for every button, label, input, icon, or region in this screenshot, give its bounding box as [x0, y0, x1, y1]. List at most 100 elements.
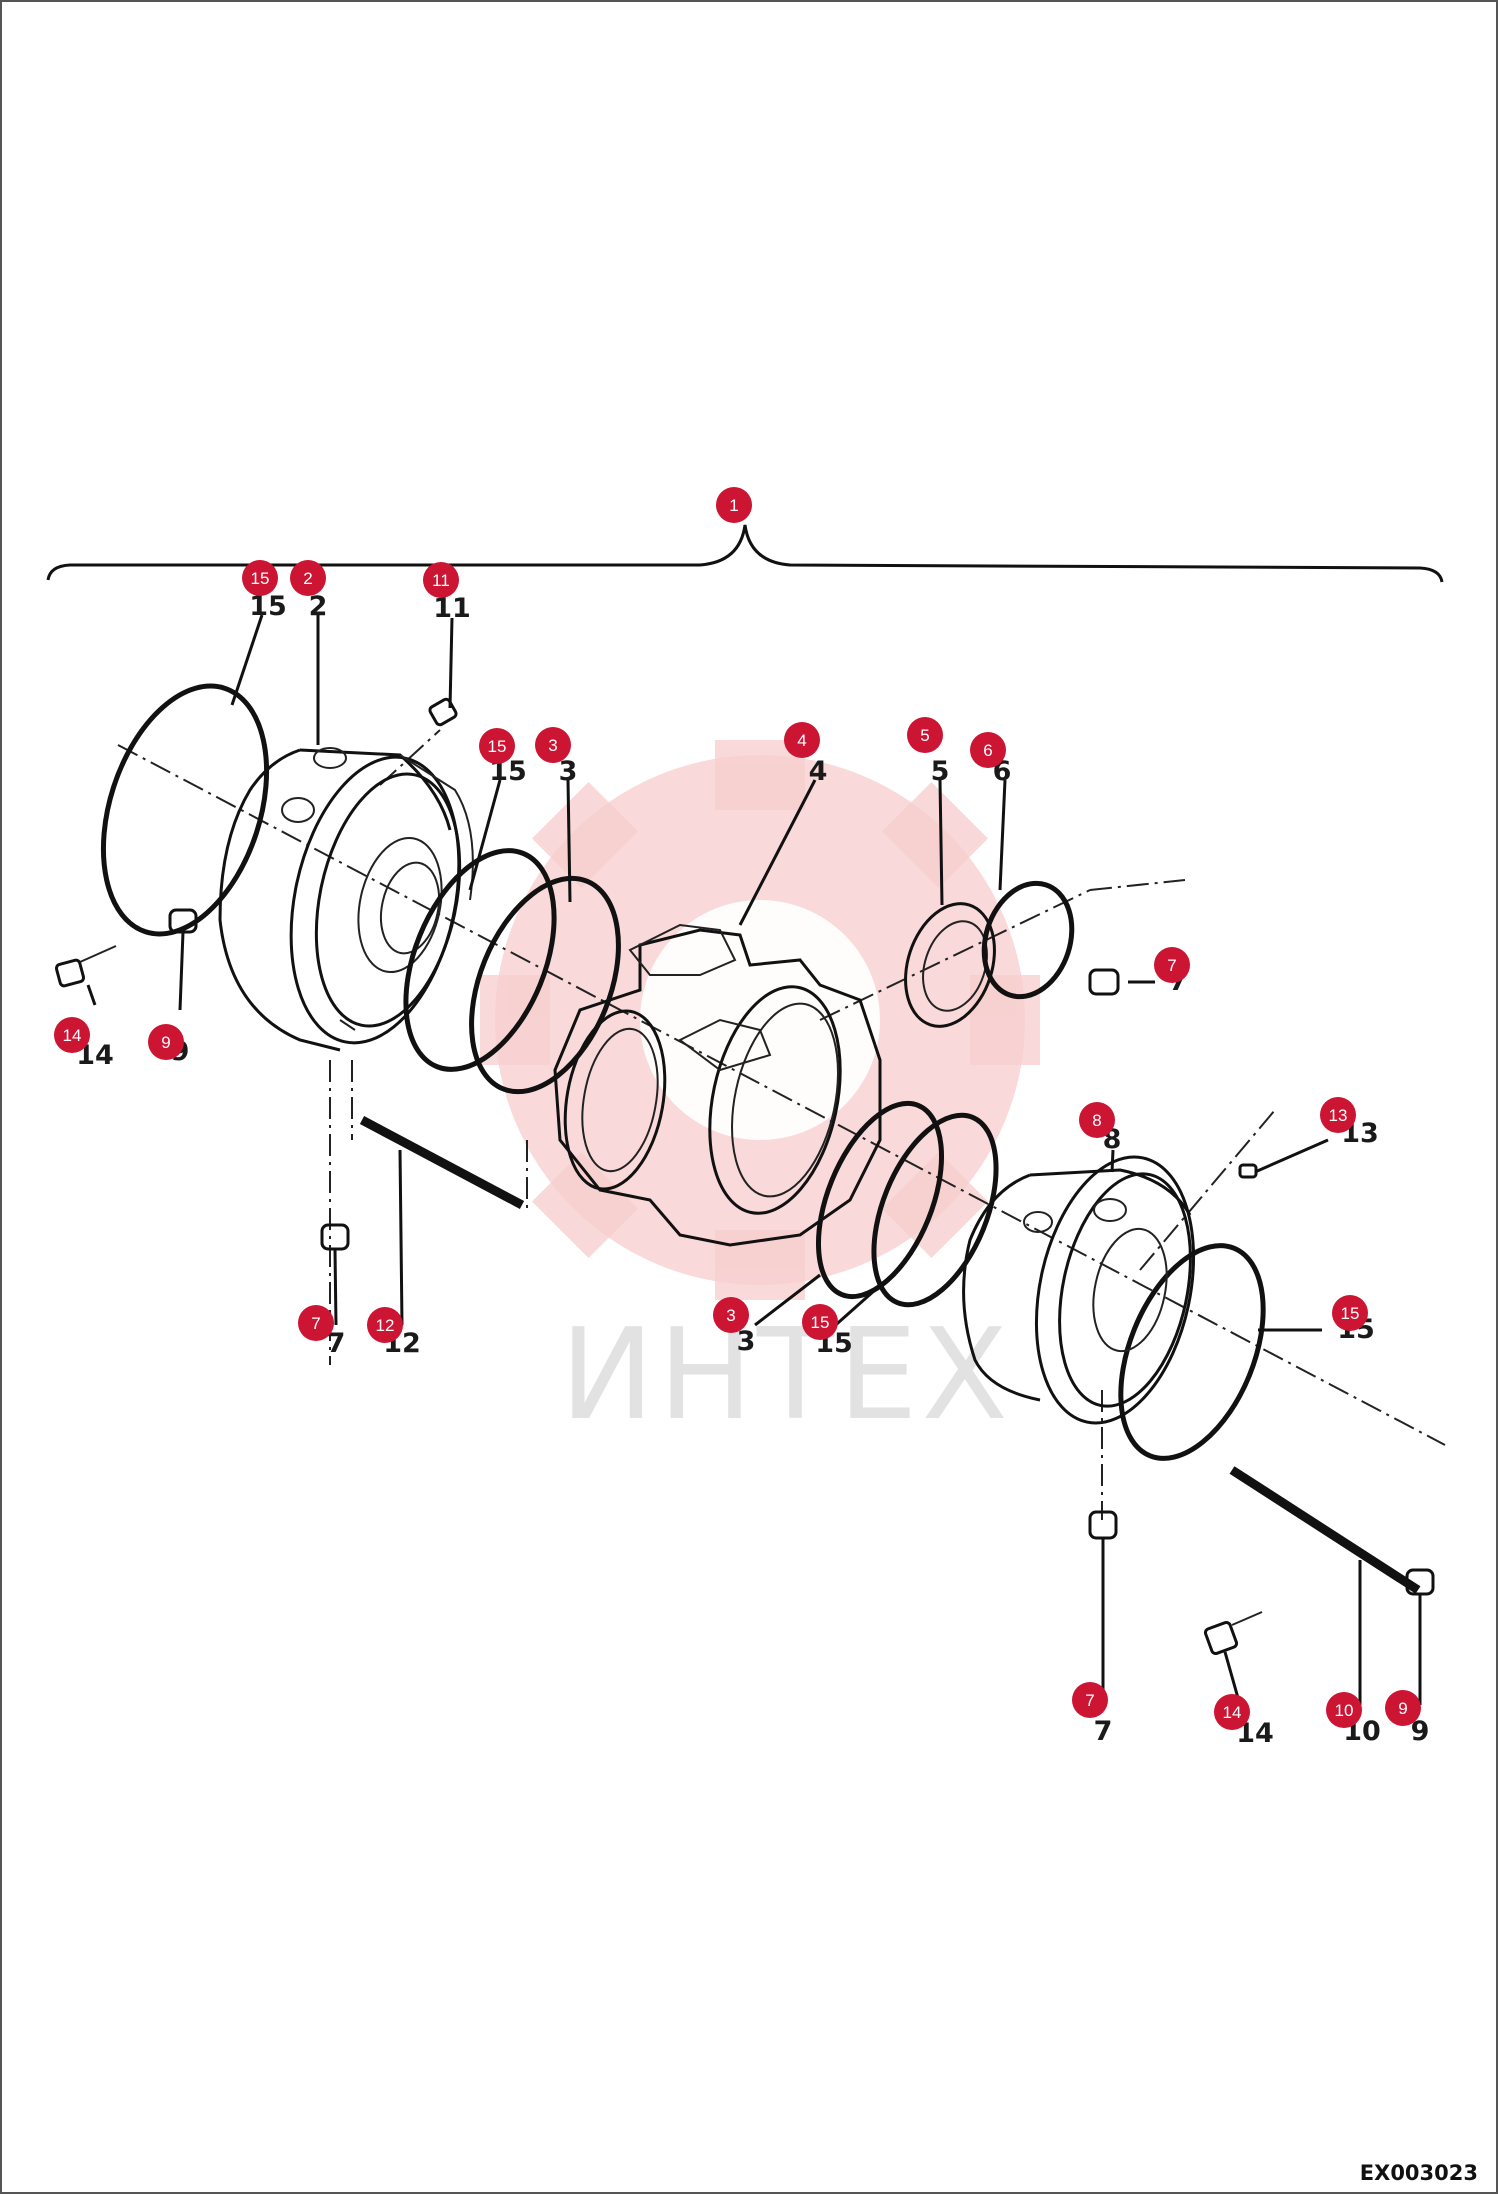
- callouts: 1151522111115153344556677141499881313771…: [54, 487, 1429, 1749]
- rings-right: [815, 1100, 1266, 1461]
- o-ring-left-3: [469, 875, 621, 1095]
- o-ring-left-15: [403, 848, 557, 1072]
- callout-badge: [1154, 947, 1190, 983]
- o-ring-left-outer: [100, 683, 270, 937]
- callout-badge-number: 9: [161, 1033, 170, 1052]
- callout-label: 5: [931, 756, 950, 787]
- callout-badge-number: 15: [488, 737, 507, 756]
- callout-badge: [290, 560, 326, 596]
- callout-badge: [1385, 1690, 1421, 1726]
- callout-badge-number: 3: [548, 736, 557, 755]
- callout-label: 7: [327, 1328, 346, 1359]
- callout-badge: [1332, 1295, 1368, 1331]
- callout-badge-number: 7: [1167, 956, 1176, 975]
- callout-badge-number: 5: [920, 726, 929, 745]
- plug-7-top: [1088, 968, 1120, 996]
- callout-badge: [148, 1024, 184, 1060]
- watermark-gear: [480, 740, 1040, 1300]
- callout-badge-number: 7: [1085, 1691, 1094, 1710]
- screw-14-right: [1203, 1620, 1239, 1656]
- callout-9: 99: [1385, 1690, 1429, 1747]
- center-housing: [553, 923, 882, 1247]
- callout-badge: [716, 487, 752, 523]
- callout-7: 77: [298, 1305, 345, 1359]
- drawing-code: EX003023: [1360, 2161, 1478, 2185]
- center-lines: [117, 729, 1446, 1520]
- callout-badge-number: 2: [303, 569, 312, 588]
- o-ring-right-outer: [1118, 1243, 1266, 1461]
- callout-badge: [1326, 1692, 1362, 1728]
- callout-badge-number: 8: [1092, 1111, 1101, 1130]
- callout-badge: [298, 1305, 334, 1341]
- callout-badge: [907, 717, 943, 753]
- callout-badge-number: 7: [311, 1314, 320, 1333]
- callout-label: 3: [559, 756, 578, 787]
- callout-badge: [242, 560, 278, 596]
- callout-badge: [54, 1017, 90, 1053]
- callout-label: 9: [1411, 1716, 1430, 1747]
- callout-label: 3: [737, 1326, 756, 1357]
- callout-label: 7: [1094, 1716, 1113, 1747]
- callout-badge: [802, 1304, 838, 1340]
- callout-7: 77: [1154, 947, 1190, 997]
- fasteners: [54, 697, 1435, 1656]
- callout-badge: [784, 722, 820, 758]
- watermark-text: ИНТЕХ: [560, 1301, 1012, 1448]
- watermark-gear-hole: [640, 900, 880, 1140]
- callout-9: 99: [148, 1024, 189, 1067]
- callout-badge: [1079, 1102, 1115, 1138]
- callout-label: 4: [809, 756, 828, 787]
- callout-badge: [423, 562, 459, 598]
- callout-badge-number: 14: [1223, 1703, 1242, 1722]
- callout-3: 33: [535, 727, 577, 787]
- snap-ring-6: [981, 880, 1075, 1000]
- callout-8: 88: [1079, 1102, 1121, 1155]
- callout-badge: [970, 732, 1006, 768]
- callout-1: 1: [716, 487, 752, 523]
- callout-badge-number: 12: [376, 1316, 395, 1335]
- assembly-brace: [46, 524, 1444, 583]
- callout-5: 55: [907, 717, 949, 787]
- o-ring-right-15: [871, 1112, 999, 1308]
- nut-13: [1238, 1163, 1258, 1179]
- callout-badge: [479, 728, 515, 764]
- rings-left: [100, 683, 621, 1095]
- callout-label: 2: [309, 591, 328, 622]
- callout-badge-number: 14: [63, 1026, 82, 1045]
- callout-badge: [367, 1307, 403, 1343]
- callout-badge-number: 4: [797, 731, 806, 750]
- callout-badge-number: 3: [726, 1306, 735, 1325]
- callout-badge-number: 9: [1398, 1699, 1407, 1718]
- callout-badge-number: 13: [1329, 1106, 1348, 1125]
- plug-11: [428, 697, 458, 727]
- callout-2: 22: [290, 560, 327, 622]
- callout-4: 44: [784, 722, 827, 787]
- callout-label: 11: [433, 593, 471, 624]
- callout-badge-number: 10: [1335, 1701, 1354, 1720]
- right-housing: [962, 1155, 1196, 1425]
- stud-12: [359, 1116, 525, 1209]
- callout-badge: [713, 1297, 749, 1333]
- leader-lines: [86, 614, 1422, 1706]
- callout-badge: [535, 727, 571, 763]
- callout-badge: [1214, 1694, 1250, 1730]
- callout-badge-number: 15: [1341, 1304, 1360, 1323]
- callout-badge-number: 15: [251, 569, 270, 588]
- callout-badge-number: 11: [432, 571, 450, 590]
- callout-badge: [1072, 1682, 1108, 1718]
- callout-6: 66: [970, 732, 1011, 787]
- stud-10: [1229, 1466, 1421, 1594]
- callout-7: 77: [1072, 1682, 1112, 1747]
